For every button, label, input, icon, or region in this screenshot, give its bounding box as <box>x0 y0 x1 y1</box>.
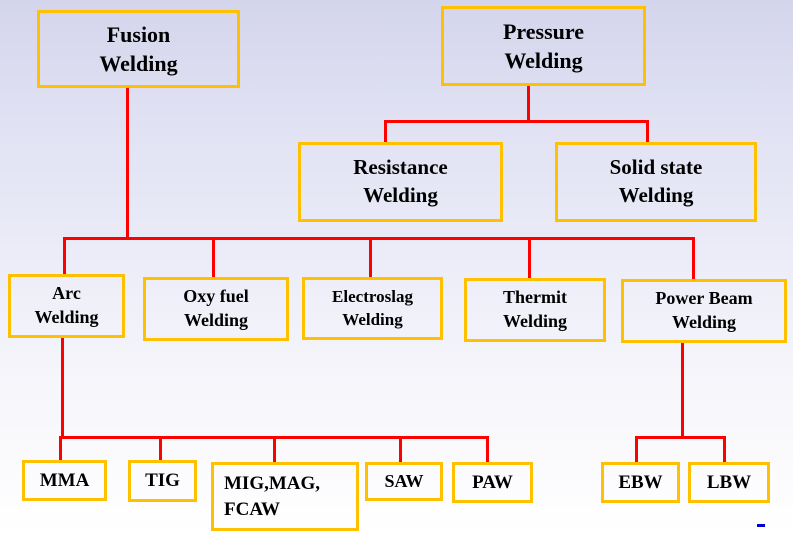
node-tig: TIG <box>128 460 197 502</box>
connector-power-beam-stem <box>681 343 684 439</box>
node-mma: MMA <box>22 460 107 501</box>
connector-fusion-stem <box>126 88 129 239</box>
node-electroslag-welding: Electroslag Welding <box>302 277 443 340</box>
connector-resistance-drop <box>384 120 387 144</box>
connector-power-beam-drop <box>692 237 695 280</box>
node-fusion-welding: Fusion Welding <box>37 10 240 88</box>
connector-oxy-fuel-drop <box>212 237 215 279</box>
node-resistance-welding: Resistance Welding <box>298 142 503 222</box>
connector-power-beam-crossbar <box>635 436 726 439</box>
connector-arc-drop <box>63 237 66 276</box>
connector-arc-stem <box>61 338 64 439</box>
connector-electroslag-drop <box>369 237 372 278</box>
connector-mma-drop <box>59 436 62 461</box>
node-pressure-welding: Pressure Welding <box>441 6 646 86</box>
node-solid-state-welding: Solid state Welding <box>555 142 757 222</box>
node-saw: SAW <box>365 462 443 501</box>
node-arc-welding: Arc Welding <box>8 274 125 338</box>
node-oxy-fuel-welding: Oxy fuel Welding <box>143 277 289 341</box>
node-lbw: LBW <box>688 462 770 503</box>
connector-mig-drop <box>273 436 276 463</box>
node-paw: PAW <box>452 462 533 503</box>
corner-dash-marker <box>757 524 765 527</box>
node-mig-mag-fcaw: MIG,MAG, FCAW <box>211 462 359 531</box>
connector-ebw-drop <box>635 436 638 463</box>
connector-thermit-drop <box>528 237 531 279</box>
connector-tig-drop <box>159 436 162 461</box>
node-ebw: EBW <box>601 462 680 503</box>
connector-fusion-crossbar <box>63 237 695 240</box>
connector-pressure-stem <box>527 86 530 122</box>
connector-paw-drop <box>486 436 489 463</box>
connector-solid-state-drop <box>646 120 649 144</box>
connector-pressure-crossbar <box>384 120 649 123</box>
connector-saw-drop <box>399 436 402 463</box>
node-power-beam-welding: Power Beam Welding <box>621 279 787 343</box>
connector-lbw-drop <box>723 436 726 463</box>
node-thermit-welding: Thermit Welding <box>464 278 606 342</box>
